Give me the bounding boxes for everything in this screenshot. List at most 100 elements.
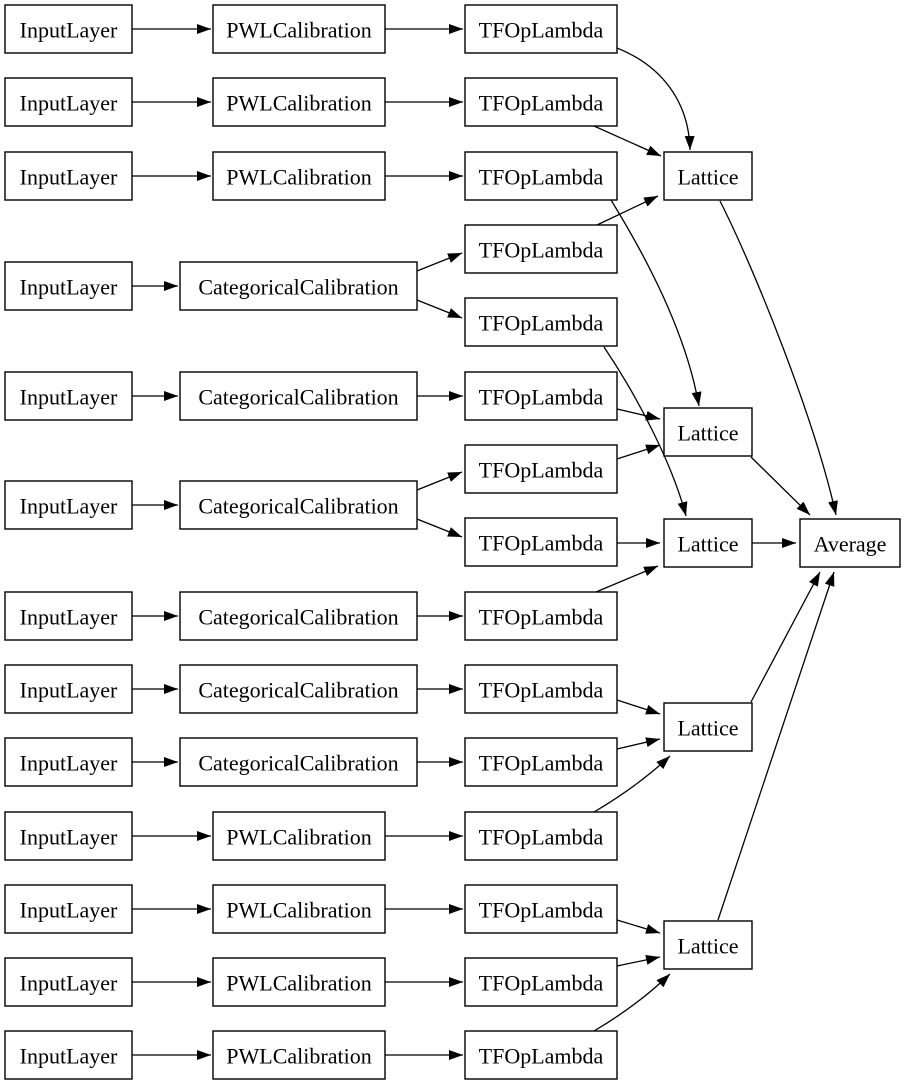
node-il5: InputLayer (4, 371, 133, 421)
node-il5-box (4, 371, 133, 421)
node-tf14: TFOpLambda (464, 957, 618, 1007)
node-il3-box (4, 151, 133, 201)
node-tf2-label: TFOpLambda (479, 91, 604, 116)
node-il13-box (4, 1030, 133, 1080)
node-cc3: CategoricalCalibration (179, 480, 418, 530)
node-lat1-box (663, 151, 753, 201)
node-lat5-label: Lattice (677, 934, 738, 959)
edge-cc1-to-tf5 (416, 299, 463, 319)
node-pwl5-box (212, 884, 386, 934)
node-lat1-label: Lattice (677, 165, 738, 190)
edge-lat4-to-avg (750, 571, 821, 703)
node-pwl2-box (212, 77, 386, 127)
node-pwl4-box (212, 811, 386, 861)
node-lat4-label: Lattice (677, 716, 738, 741)
node-tf4-box (464, 224, 618, 274)
node-tf14-label: TFOpLambda (479, 971, 604, 996)
node-il6-box (4, 480, 133, 530)
edge-tf15-to-lat5 (593, 973, 671, 1032)
node-il13-label: InputLayer (20, 1044, 118, 1069)
node-il7-box (4, 591, 133, 641)
node-tf13: TFOpLambda (464, 884, 618, 934)
node-il11: InputLayer (4, 884, 133, 934)
node-pwl1-box (212, 4, 386, 54)
node-pwl1-label: PWLCalibration (226, 18, 371, 43)
node-pwl6-label: PWLCalibration (226, 971, 371, 996)
node-il4-label: InputLayer (20, 275, 118, 300)
node-pwl3: PWLCalibration (212, 151, 386, 201)
node-il1: InputLayer (4, 4, 133, 54)
node-tf3-box (464, 151, 618, 201)
node-il8: InputLayer (4, 664, 133, 714)
node-il1-box (4, 4, 133, 54)
node-cc6-box (179, 737, 418, 787)
node-il12: InputLayer (4, 957, 133, 1007)
node-il4: InputLayer (4, 261, 133, 311)
node-tf10-label: TFOpLambda (479, 678, 604, 703)
node-cc5-box (179, 664, 418, 714)
node-cc6: CategoricalCalibration (179, 737, 418, 787)
node-cc5: CategoricalCalibration (179, 664, 418, 714)
node-il10-label: InputLayer (20, 825, 118, 850)
node-il13: InputLayer (4, 1030, 133, 1080)
node-avg-box (799, 518, 901, 568)
node-il6-label: InputLayer (20, 494, 118, 519)
node-il10-box (4, 811, 133, 861)
node-pwl2-label: PWLCalibration (226, 91, 371, 116)
node-tf5-box (464, 297, 618, 347)
node-tf7: TFOpLambda (464, 444, 618, 494)
node-avg-label: Average (814, 532, 887, 557)
node-cc4-box (179, 591, 418, 641)
node-il8-label: InputLayer (20, 678, 118, 703)
node-tf13-box (464, 884, 618, 934)
node-tf9-label: TFOpLambda (479, 605, 604, 630)
node-il2: InputLayer (4, 77, 133, 127)
node-tf12-label: TFOpLambda (479, 825, 604, 850)
node-tf6-label: TFOpLambda (479, 385, 604, 410)
edge-tf5-to-lat3 (603, 346, 688, 517)
edge-tf11-to-lat4 (616, 737, 661, 750)
node-tf8-box (464, 517, 618, 567)
node-il11-label: InputLayer (20, 898, 118, 923)
node-il9-box (4, 737, 133, 787)
node-pwl5-label: PWLCalibration (226, 898, 371, 923)
node-tf10-box (464, 664, 618, 714)
node-tf4-label: TFOpLambda (479, 238, 604, 263)
edge-tf3-to-lat2 (610, 199, 702, 407)
node-lat3: Lattice (663, 518, 753, 568)
edge-lat2-to-avg (750, 456, 811, 516)
edge-tf4-to-lat1 (596, 195, 659, 226)
edge-lat5-to-avg (717, 571, 835, 921)
node-tf9: TFOpLambda (464, 591, 618, 641)
node-lat5: Lattice (663, 920, 753, 970)
node-il12-box (4, 957, 133, 1007)
node-il7: InputLayer (4, 591, 133, 641)
node-il11-box (4, 884, 133, 934)
node-tf6: TFOpLambda (464, 371, 618, 421)
node-tf8: TFOpLambda (464, 517, 618, 567)
node-pwl2: PWLCalibration (212, 77, 386, 127)
node-lat5-box (663, 920, 753, 970)
node-il8-box (4, 664, 133, 714)
node-il3-label: InputLayer (20, 165, 118, 190)
node-cc6-label: CategoricalCalibration (198, 751, 398, 776)
node-tf5: TFOpLambda (464, 297, 618, 347)
node-tf5-label: TFOpLambda (479, 311, 604, 336)
node-tf11-label: TFOpLambda (479, 751, 604, 776)
node-tf13-label: TFOpLambda (479, 898, 604, 923)
node-pwl5: PWLCalibration (212, 884, 386, 934)
node-tf12-box (464, 811, 618, 861)
node-tf15-box (464, 1030, 618, 1080)
node-tf9-box (464, 591, 618, 641)
node-pwl4: PWLCalibration (212, 811, 386, 861)
node-il10: InputLayer (4, 811, 133, 861)
node-cc3-label: CategoricalCalibration (198, 494, 398, 519)
node-il3: InputLayer (4, 151, 133, 201)
edge-tf6-to-lat2 (616, 408, 661, 421)
node-tf11-box (464, 737, 618, 787)
node-il6: InputLayer (4, 480, 133, 530)
node-tf1: TFOpLambda (464, 4, 618, 54)
node-tf12: TFOpLambda (464, 811, 618, 861)
node-il2-box (4, 77, 133, 127)
